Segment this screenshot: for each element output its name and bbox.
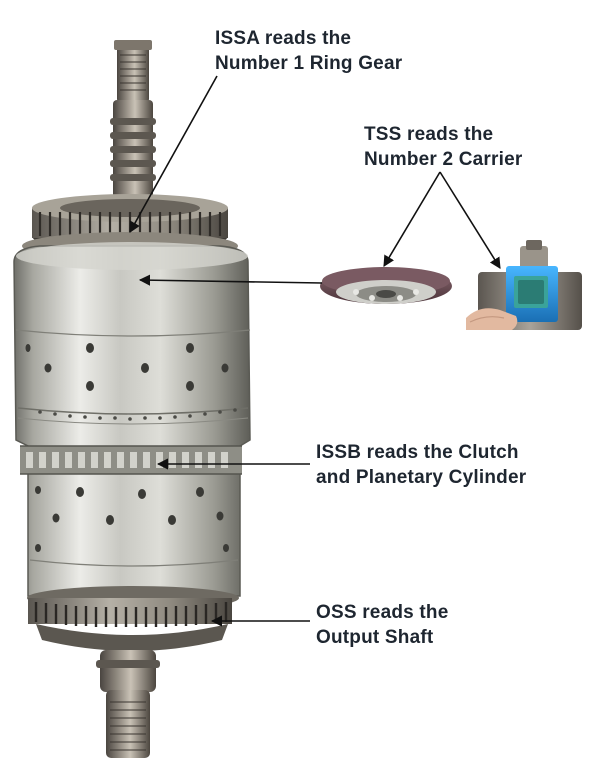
tss-sensor-photo (466, 240, 584, 330)
issa-leader (129, 75, 218, 233)
output-shaft (96, 650, 160, 758)
oss-label: OSS reads the Output Shaft (316, 600, 448, 650)
output-gear (27, 586, 239, 651)
carrier-disc (320, 267, 452, 304)
ring-gear-1 (22, 194, 238, 260)
issb-label: ISSB reads the Clutch and Planetary Cyli… (316, 440, 526, 490)
oss-label-line1: OSS reads the (316, 602, 449, 623)
issb-label-line1: ISSB reads the Clutch (316, 442, 519, 463)
carrier-link (138, 274, 323, 286)
tss-leader-disc (383, 171, 441, 267)
main-cylinder (13, 242, 251, 597)
tss-label: TSS reads the Number 2 Carrier (364, 122, 522, 172)
tss-label-line2: Number 2 Carrier (364, 149, 523, 170)
input-shaft (110, 40, 156, 200)
issa-label-line1: ISSA reads the (215, 28, 352, 49)
tss-leader-sensor (439, 171, 501, 269)
issa-label: ISSA reads the Number 1 Ring Gear (215, 26, 402, 76)
tss-label-line1: TSS reads the (364, 124, 494, 145)
issa-label-line2: Number 1 Ring Gear (215, 53, 403, 74)
leader-lines (129, 75, 501, 627)
issb-label-line2: and Planetary Cylinder (316, 467, 527, 488)
oss-label-line2: Output Shaft (316, 627, 434, 648)
